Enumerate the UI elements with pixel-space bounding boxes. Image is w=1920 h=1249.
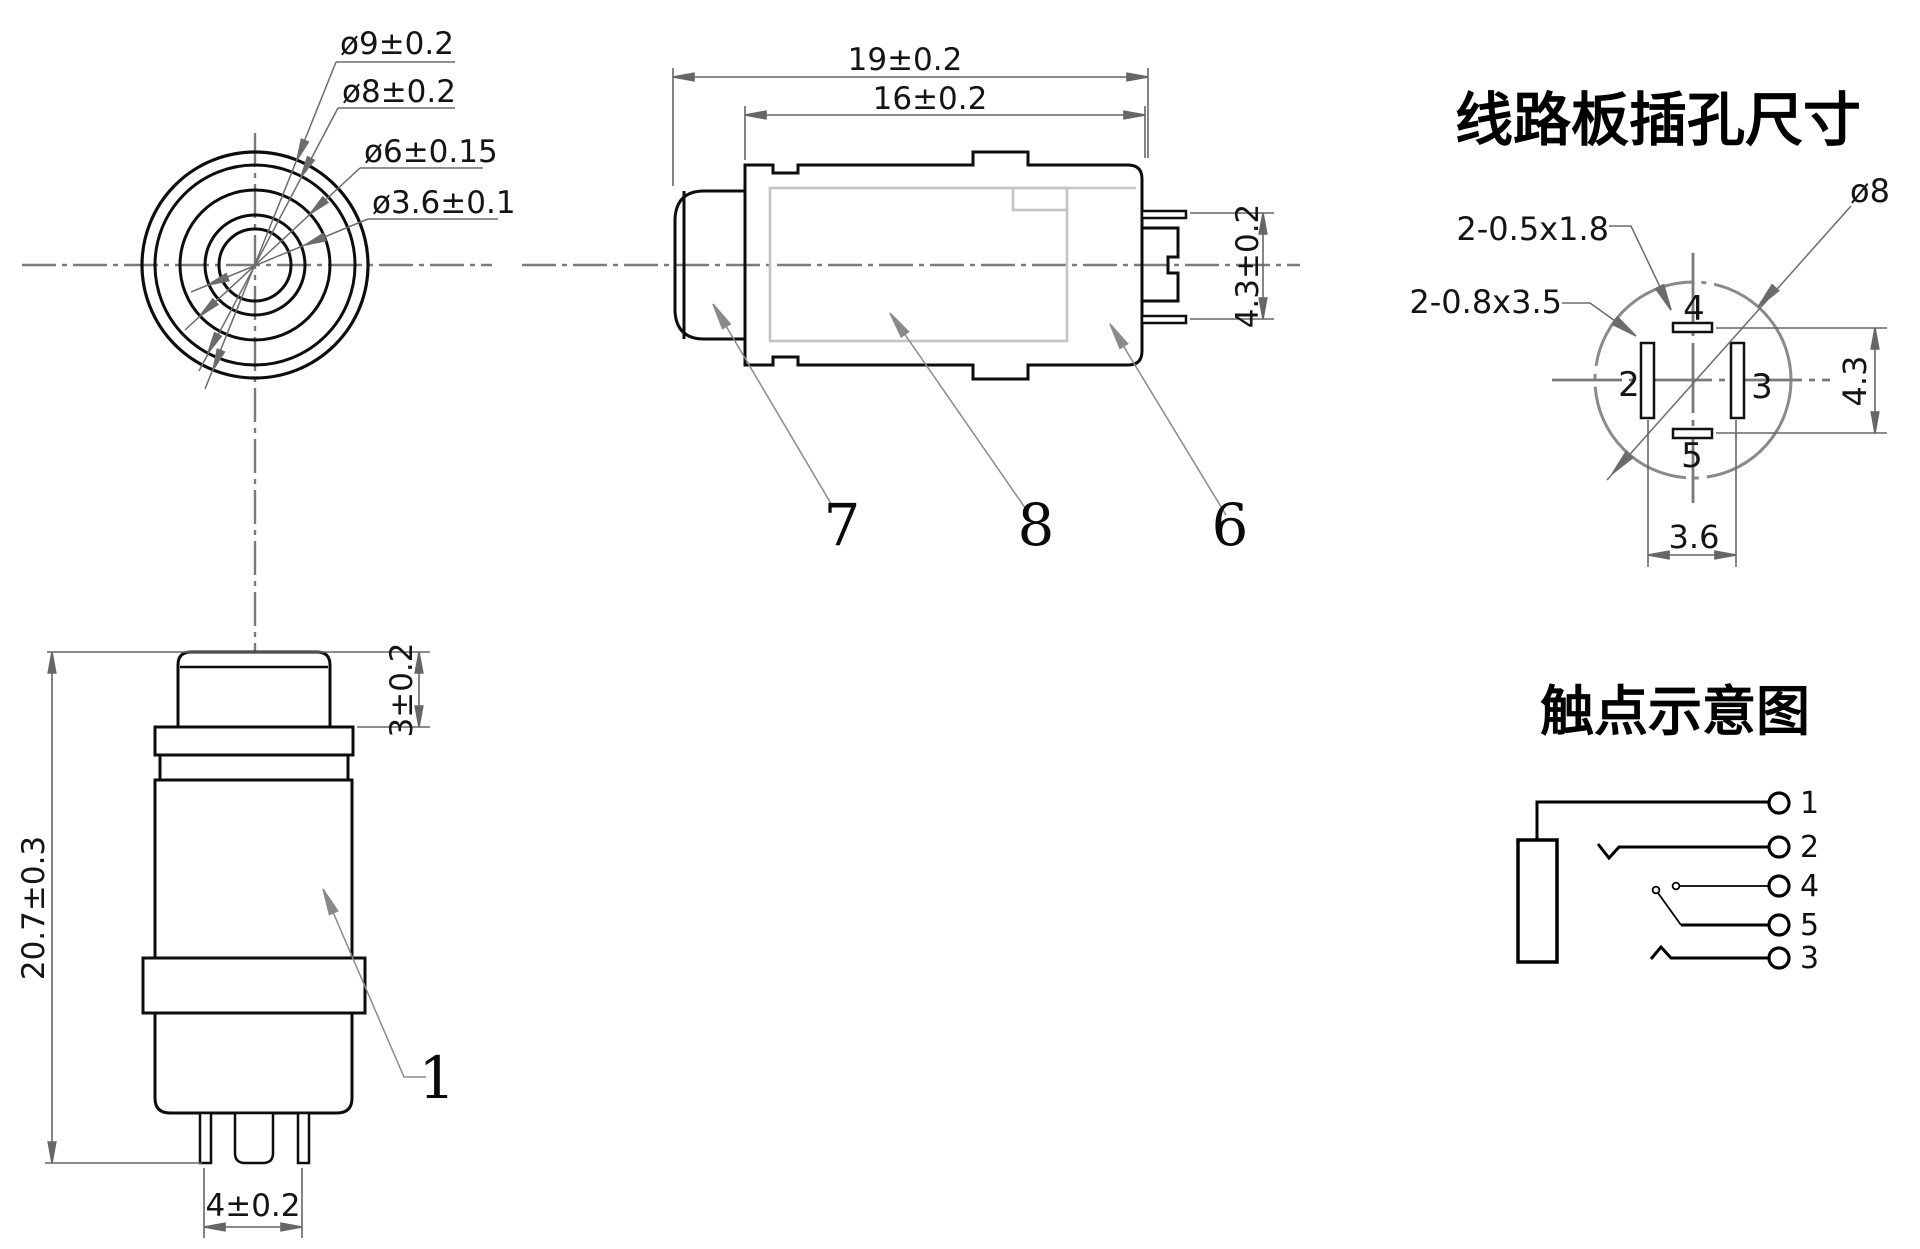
part-label-6: 6 — [1212, 491, 1249, 559]
diameter-leaders — [184, 61, 498, 390]
switch-fixed-contact — [1671, 881, 1681, 891]
dim-d3-6: ø3.6±0.1 — [372, 185, 516, 221]
pcb-hole-view: 线路板插孔尺寸 — [1409, 86, 1890, 567]
slot-pin-4 — [1671, 321, 1714, 334]
pcb-crosshair — [1552, 253, 1830, 508]
hidden-cavity-lines — [768, 186, 1136, 343]
pcb-view-title: 线路板插孔尺寸 — [1455, 86, 1861, 154]
slot-pin-2 — [1639, 341, 1656, 420]
wire-terminal-2 — [1596, 843, 1768, 861]
side-dimensions — [672, 68, 1274, 320]
dim-cap-height: 3±0.2 — [384, 643, 420, 738]
dim-pin-span-side: 4.3±0.2 — [1230, 204, 1266, 329]
side-view: 19±0.2 16±0.2 4.3±0.2 7 8 6 — [672, 42, 1274, 559]
contact-schematic: 触点示意图 1 2 4 5 3 — [1516, 680, 1819, 976]
terminal-label-4: 4 — [1800, 869, 1819, 904]
part-label-7: 7 — [824, 491, 861, 559]
dim-d6: ø6±0.15 — [364, 134, 498, 170]
dim-d9: ø9±0.2 — [340, 26, 454, 62]
pin-center — [233, 1111, 275, 1165]
dim-hole-d8: ø8 — [1850, 172, 1890, 210]
front-circles-view: ø9±0.2 ø8±0.2 ø6±0.15 ø3.6±0.1 — [140, 26, 516, 390]
wire-terminal-1 — [1535, 800, 1768, 840]
step — [158, 753, 350, 782]
pcb-pin-5: 5 — [1681, 436, 1703, 476]
terminal-label-5: 5 — [1800, 908, 1819, 943]
pcb-pin-3: 3 — [1751, 367, 1773, 407]
switch-pivot-contact — [1651, 885, 1661, 895]
dim-slot-small: 2-0.5x1.8 — [1456, 210, 1609, 248]
schematic-title: 触点示意图 — [1540, 680, 1810, 743]
pin-right — [296, 1111, 311, 1165]
concentric-circles — [140, 150, 370, 380]
part-1-leader — [318, 886, 426, 1078]
dim-length-overall: 19±0.2 — [848, 42, 963, 78]
switch-arm — [1657, 892, 1682, 926]
pin-left — [198, 1111, 213, 1165]
terminal-label-2: 2 — [1800, 830, 1819, 865]
part-label-8: 8 — [1018, 491, 1055, 559]
wire-terminal-3 — [1649, 944, 1768, 960]
dim-slot-large: 2-0.8x3.5 — [1409, 283, 1562, 321]
terminal-label-3: 3 — [1800, 941, 1819, 976]
pcb-pin-4: 4 — [1683, 289, 1705, 329]
flange — [153, 725, 355, 757]
dim-pin-span-front: 4±0.2 — [206, 1188, 301, 1224]
pin-slots — [1639, 321, 1746, 440]
terminal-label-1: 1 — [1800, 786, 1819, 821]
dim-4-3: 4.3 — [1836, 356, 1874, 407]
dim-total-height: 20.7±0.3 — [16, 836, 52, 980]
slot-pin-5 — [1671, 427, 1714, 440]
part-leaders — [708, 300, 1227, 516]
terminal-circles — [1767, 791, 1791, 970]
pcb-pin-2: 2 — [1618, 365, 1640, 405]
part-label-1: 1 — [419, 1044, 456, 1112]
body-shell — [153, 778, 354, 1115]
front-view-dimensions — [45, 651, 430, 1238]
dim-length-body: 16±0.2 — [873, 81, 988, 117]
dim-3-6: 3.6 — [1669, 518, 1720, 556]
button-cap — [176, 650, 332, 729]
slot-pin-3 — [1729, 341, 1746, 420]
jack-body-outline — [673, 150, 1188, 381]
dim-d8: ø8±0.2 — [342, 74, 456, 110]
pcb-dimensions — [1647, 327, 1887, 567]
plug-body — [141, 650, 367, 1165]
front-bottom-view: 3±0.2 20.7±0.3 4±0.2 1 — [16, 643, 456, 1238]
collar-band — [141, 956, 367, 1015]
